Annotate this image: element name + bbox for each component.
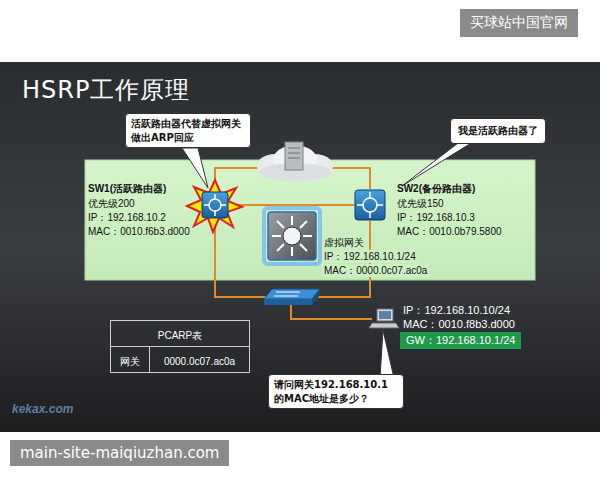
node-text: GW：192.168.10.1/24 (406, 333, 515, 348)
virtual-gateway-icon-part (283, 227, 301, 245)
router-sw2-part (377, 204, 383, 206)
device-info: 虚拟网关 (322, 236, 366, 249)
pc-info: MAC：0010.f8b3.d000 (403, 317, 515, 332)
pc-icon-part (379, 311, 391, 319)
slide-background-part (0, 62, 600, 432)
device-info: MAC：0010.0b79.5800 (397, 225, 502, 238)
cloud-server-part (288, 148, 300, 149)
slide-background (0, 62, 600, 432)
virtual-gateway-icon-part (300, 221, 307, 228)
node-text: 活跃路由器代替虚拟网关做出ARP回应 (131, 117, 245, 144)
access-switch (264, 289, 320, 305)
router-sw2-part (363, 198, 377, 212)
virtual-gateway-icon-part (291, 216, 293, 225)
gateway-highlight: GW：192.168.10.1/24 (400, 332, 521, 349)
pc-icon (369, 309, 399, 328)
router-heading: SW1(活跃路由器) (88, 182, 166, 195)
virtual-gateway-icon-part (291, 247, 293, 256)
table-header: PCARP表 (111, 321, 249, 347)
device-info: 优先级200 (88, 197, 135, 210)
router-sw1-part (204, 204, 209, 206)
orange-wires-part (215, 221, 266, 297)
node-text: 买球站中国官网 (470, 14, 568, 32)
virtual-gateway-icon-part (303, 235, 312, 237)
cloud-server-part (288, 158, 300, 159)
virtual-gateway-icon-part (277, 221, 284, 228)
router-sw2-part (369, 192, 371, 198)
virtual-gateway-icon-part (272, 235, 281, 237)
router-sw1-part (202, 192, 228, 218)
router-sw1-part (214, 194, 216, 199)
router-sw2-part (357, 204, 363, 206)
starburst (187, 180, 242, 232)
cloud-server-part (288, 153, 300, 154)
router-sw2-part (355, 190, 385, 220)
cloud-server (257, 142, 333, 181)
device-info: MAC：0010.f6b3.d000 (88, 225, 190, 238)
green-band: SW1(活跃路由器)优先级200IP：192.168.10.2MAC：0010.… (85, 160, 535, 280)
pc-info: IP：192.168.10.10/24 (403, 303, 510, 318)
access-switch-part (276, 292, 300, 293)
device-info: 优先级150 (397, 197, 444, 210)
virtual-gateway-icon (264, 208, 320, 264)
virtual-gateway-icon-part (300, 244, 307, 251)
router-sw2-part (369, 212, 371, 218)
orange-wires (215, 168, 372, 319)
pc-icon-part (369, 323, 399, 328)
watermark-box: 买球站中国官网 (460, 9, 578, 37)
orange-wires-part (291, 305, 372, 319)
pc-icon-part (377, 309, 393, 321)
orange-wires-part (231, 204, 354, 206)
arp-table: PCARP表网关 0000.0c07.ac0a (110, 320, 250, 373)
source-watermark: kekax.com (12, 402, 73, 416)
callout-tails-part (380, 330, 394, 378)
access-switch-part (312, 289, 320, 305)
green-band-fill-part (85, 160, 535, 280)
access-switch-part (274, 296, 298, 297)
router-sw1-part (214, 211, 216, 216)
table-cell-box: 网关 (111, 347, 150, 372)
cloud-server-part (285, 142, 303, 170)
callout-bubble: 我是活跃路由器了 (450, 118, 546, 144)
device-info: IP：192.168.10.1/24 (322, 250, 418, 263)
device-info: IP：192.168.10.3 (397, 211, 475, 224)
virtual-gateway-icon-part (277, 244, 284, 251)
table-row: 网关 0000.0c07.ac0a (111, 347, 249, 372)
router-sw1-part (209, 199, 221, 211)
callout-bubble: 请问网关192.168.10.1的MAC地址是多少？ (268, 374, 404, 409)
router-heading: SW2(备份路由器) (397, 182, 475, 195)
virtual-gateway-icon-part (264, 208, 320, 264)
starburst-part (187, 180, 242, 232)
node-text: main-site-maiqiuzhan.com (20, 444, 219, 462)
virtual-gateway-icon-part (268, 212, 316, 260)
slide-title: HSRP工作原理 (22, 74, 190, 106)
table-cell: 0000.0c07.ac0a (164, 356, 235, 367)
access-switch-part (264, 289, 320, 299)
callout-tails-part (182, 148, 208, 188)
node-text: 请问网关192.168.10.1的MAC地址是多少？ (274, 378, 398, 405)
node-text: 我是活跃路由器了 (458, 124, 538, 138)
green-band-fill (85, 160, 535, 280)
table-cell: PCARP表 (158, 330, 202, 341)
router-sw2 (355, 190, 385, 220)
callout-bubble: 活跃路由器代替虚拟网关做出ARP回应 (125, 113, 251, 148)
callout-tails-part (402, 140, 476, 186)
table-cell-box: 0000.0c07.ac0a (150, 347, 249, 372)
router-sw1-part (221, 204, 226, 206)
device-info: IP：192.168.10.2 (88, 211, 166, 224)
access-switch-part (264, 299, 312, 305)
table-cell: 网关 (120, 356, 140, 367)
device-info: MAC：0000.0c07.ac0a (322, 264, 429, 277)
router-sw1 (202, 192, 228, 218)
watermark-box: main-site-maiqiuzhan.com (10, 440, 229, 466)
